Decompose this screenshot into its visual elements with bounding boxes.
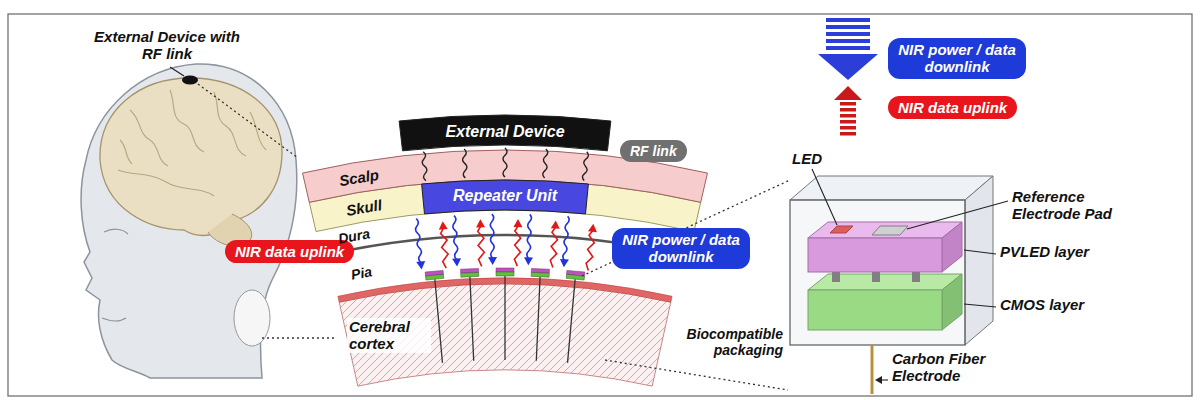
zoom-line: [582, 180, 790, 276]
package-front: [790, 200, 965, 345]
mouth-line: [102, 318, 126, 321]
layer-label: Pia: [349, 263, 373, 283]
arrow-head: [875, 376, 882, 384]
nir-downlink-wave: [524, 214, 535, 265]
nir-downlink-wave: [487, 214, 497, 265]
node-text: NIR data uplink: [898, 99, 1007, 116]
repeater-unit-band: Repeater Unit: [414, 174, 596, 218]
brain: [100, 78, 282, 235]
carbon-fiber-electrode: [871, 345, 874, 394]
part-label: Carbon Fiber Electrode: [892, 350, 992, 385]
node-text: External Device: [445, 123, 564, 141]
nir-downlink-wave: [449, 215, 461, 266]
package-side: [965, 176, 993, 345]
nir-uplink-zigzag: [438, 221, 450, 269]
layer-label: Cerebral cortex: [347, 318, 431, 353]
rf-wave: [543, 149, 548, 178]
zoom-line: [262, 337, 334, 338]
implant-chip: [461, 268, 483, 361]
implant-chip: [527, 268, 549, 361]
layer-label: Dura: [337, 225, 371, 247]
uplink-arrow: [834, 86, 862, 136]
node-text: NIR power / data downlink: [622, 231, 740, 266]
head-illustration: [81, 64, 334, 378]
rf-link-pill: RF link: [620, 140, 687, 162]
rf-wave: [462, 149, 467, 178]
part-label: Biocompatible packaging: [665, 326, 783, 358]
uplink-pill: NIR data uplink: [888, 96, 1017, 119]
brain-folds: [118, 90, 266, 196]
ear: [234, 290, 270, 346]
zoom-line: [198, 84, 298, 158]
node-text: NIR data uplink: [235, 243, 344, 260]
downlink-arrow: [818, 18, 878, 80]
downlink-pill: NIR power / data downlink: [612, 228, 750, 269]
eye-line: [104, 229, 128, 234]
nir-uplink-zigzag: [548, 220, 560, 267]
part-label: Reference Electrode Pad: [1012, 188, 1127, 223]
leader-line: [170, 67, 184, 76]
figure-frame: [8, 14, 1192, 396]
downlink-pill: NIR power / data downlink: [888, 38, 1026, 79]
nir-uplink-zigzag: [513, 219, 523, 266]
rf-wave: [421, 152, 428, 181]
rf-wave: [503, 148, 507, 177]
nir-uplink-zigzag: [584, 223, 598, 271]
band-fill: [422, 180, 589, 214]
part-label: PVLED layer: [1000, 243, 1089, 260]
part-label: CMOS layer: [1000, 296, 1084, 313]
node-text: Repeater Unit: [453, 187, 557, 205]
external-device-band: External Device: [396, 110, 614, 154]
rf-wave: [582, 152, 589, 181]
nir-downlink-wave: [559, 216, 572, 268]
node-text: NIR power / data downlink: [898, 41, 1016, 76]
implant-chip: [496, 268, 514, 360]
external-device-dot: [182, 76, 198, 85]
zoom-line: [605, 360, 788, 390]
band-fill: [399, 115, 611, 151]
implant-device: [790, 176, 993, 394]
head-outline: [81, 64, 297, 378]
node-text: RF link: [630, 143, 677, 159]
part-label: LED: [792, 150, 822, 167]
uplink-pill: NIR data uplink: [225, 240, 354, 263]
leader-lines: [812, 169, 1008, 380]
device-label: External Device with RF link: [92, 28, 242, 63]
nir-uplink-zigzag: [476, 219, 486, 266]
nir-downlink-wave: [412, 218, 426, 270]
implant-chip: [559, 270, 585, 363]
